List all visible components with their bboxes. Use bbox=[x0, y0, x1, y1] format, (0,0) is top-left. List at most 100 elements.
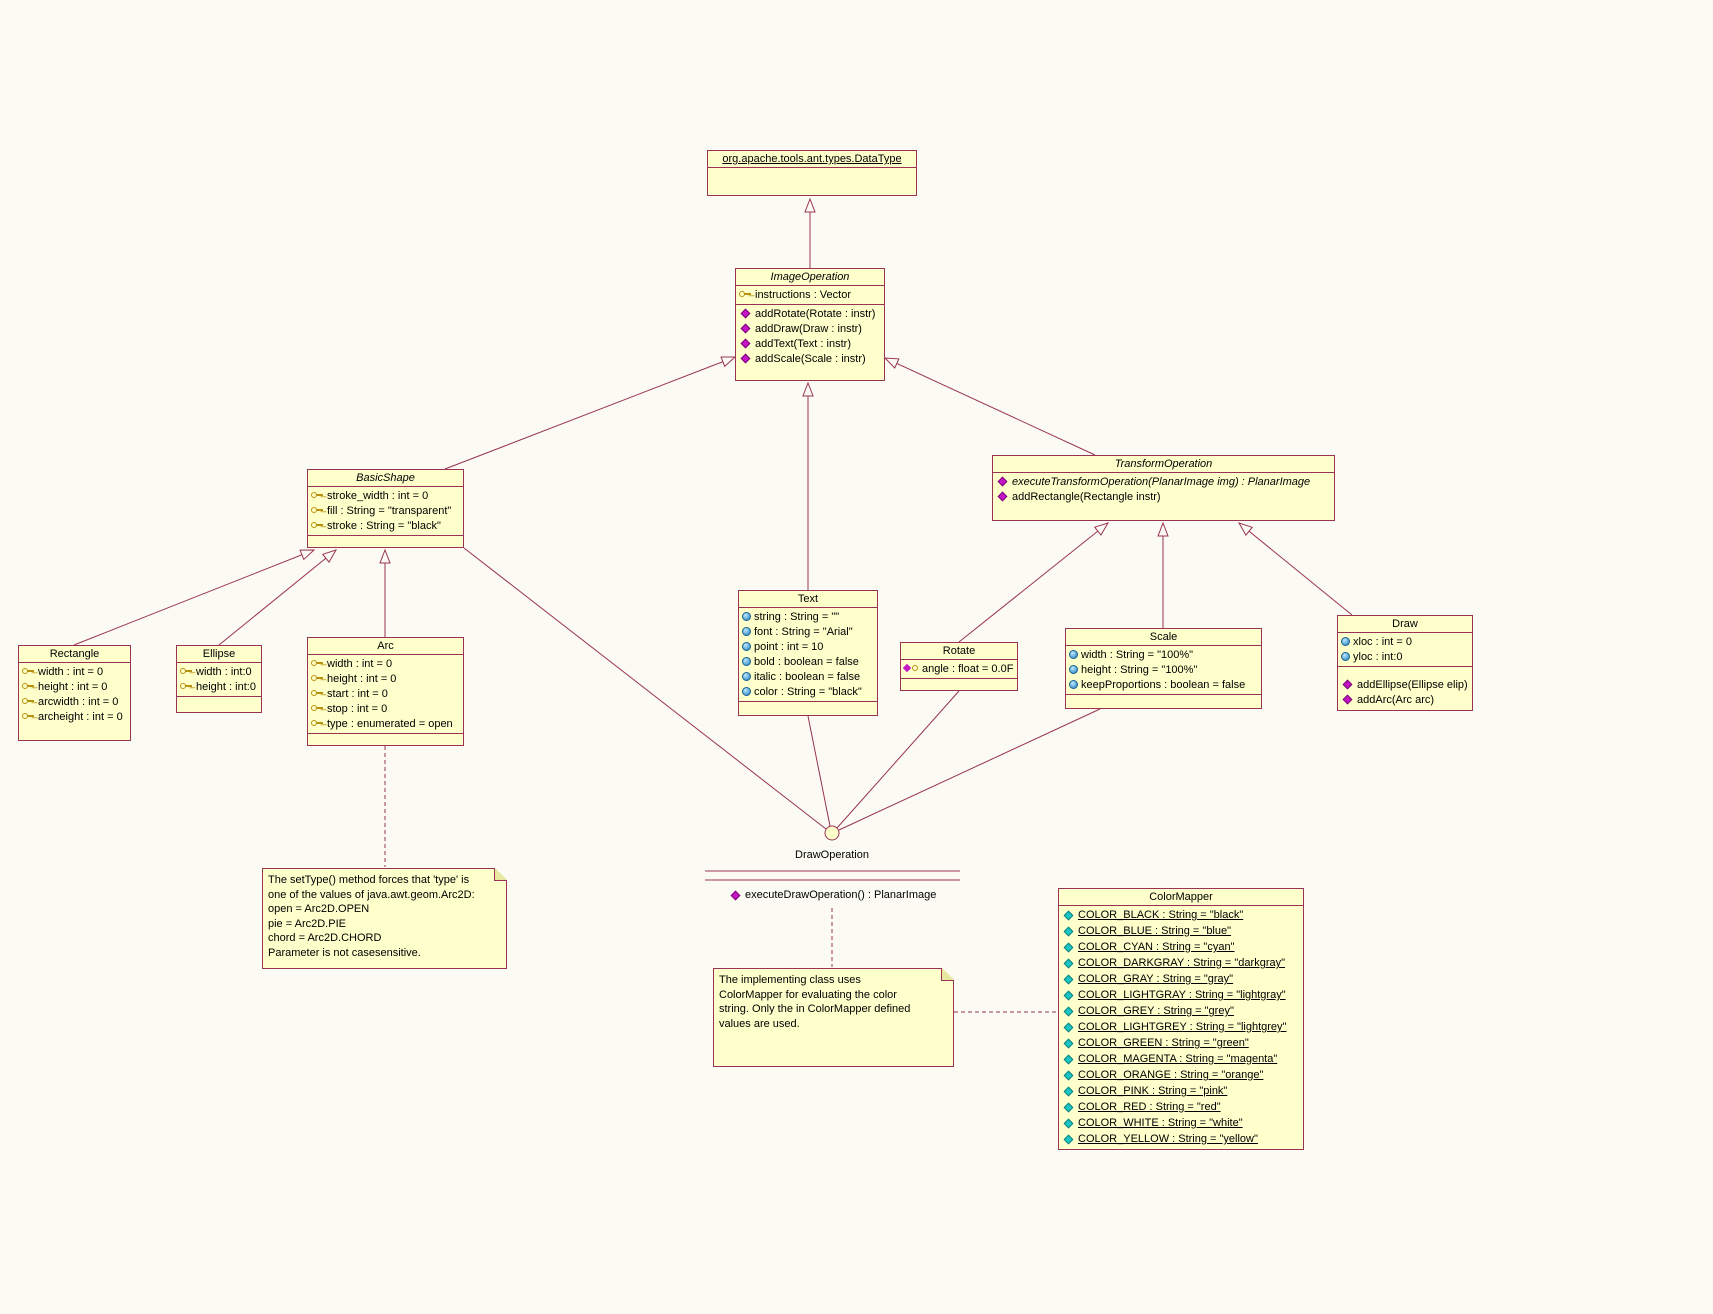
method-row: executeTransformOperation(PlanarImage im… bbox=[993, 474, 1334, 489]
interface-drawoperation-label[interactable]: DrawOperation bbox=[795, 849, 869, 861]
class-title-text: Ellipse bbox=[202, 648, 236, 660]
attribute-compartment: stroke_width : int = 0 fill : String = "… bbox=[308, 487, 463, 535]
class-title-text: Draw bbox=[1392, 618, 1418, 630]
attribute-row: point : int = 10 bbox=[739, 639, 877, 654]
attribute-text: font : String = "Arial" bbox=[754, 625, 853, 638]
draw-operation-lollipop-circle[interactable] bbox=[824, 825, 840, 841]
method-diamond-icon bbox=[1342, 679, 1353, 690]
attribute-row: COLOR_MAGENTA : String = "magenta" bbox=[1059, 1051, 1303, 1067]
class-text[interactable]: Text string : String = "" font : String … bbox=[738, 590, 878, 716]
empty-compartment bbox=[177, 696, 261, 712]
method-compartment: addEllipse(Ellipse elip) addArc(Arc arc) bbox=[1338, 666, 1472, 710]
note-line: open = Arc2D.OPEN bbox=[268, 903, 370, 916]
attribute-ball-icon bbox=[742, 627, 751, 636]
attribute-row: COLOR_ORANGE : String = "orange" bbox=[1059, 1067, 1303, 1083]
class-imageoperation[interactable]: ImageOperation instructions : Vector add… bbox=[735, 268, 885, 381]
static-attribute-icon bbox=[1063, 1070, 1074, 1080]
key-icon bbox=[180, 681, 193, 692]
class-rotate[interactable]: Rotate angle : float = 0.0F bbox=[900, 642, 1018, 691]
attribute-compartment: width : int = 0 height : int = 0 arcwidt… bbox=[19, 663, 130, 726]
class-ellipse[interactable]: Ellipse width : int:0 height : int:0 bbox=[176, 645, 262, 713]
note-line: pie = Arc2D.PIE bbox=[268, 917, 346, 930]
class-title-text: ImageOperation bbox=[770, 271, 850, 283]
attribute-text: COLOR_GREEN : String = "green" bbox=[1078, 1037, 1249, 1049]
attribute-row: COLOR_LIGHTGRAY : String = "lightgray" bbox=[1059, 987, 1303, 1003]
class-title: Rotate bbox=[901, 643, 1017, 660]
empty-compartment bbox=[901, 678, 1017, 690]
class-arc[interactable]: Arc width : int = 0 height : int = 0 sta… bbox=[307, 637, 464, 746]
class-title-text: Rectangle bbox=[49, 648, 100, 660]
attribute-row: COLOR_GREY : String = "grey" bbox=[1059, 1003, 1303, 1019]
empty-compartment bbox=[708, 168, 916, 195]
class-title-text: Rotate bbox=[942, 645, 976, 657]
static-attribute-icon bbox=[1063, 1022, 1074, 1032]
attribute-row: start : int = 0 bbox=[308, 686, 463, 701]
static-attribute-icon bbox=[1063, 1006, 1074, 1016]
key-icon bbox=[311, 703, 324, 714]
note-colormapper[interactable]: The implementing class uses ColorMapper … bbox=[713, 968, 954, 1067]
attribute-row: stroke : String = "black" bbox=[308, 518, 463, 533]
attribute-text: COLOR_GRAY : String = "gray" bbox=[1078, 973, 1234, 985]
empty-compartment bbox=[739, 701, 877, 715]
attribute-row: xloc : int = 0 bbox=[1338, 634, 1472, 649]
attribute-row: yloc : int:0 bbox=[1338, 649, 1472, 664]
class-title: Rectangle bbox=[19, 646, 130, 663]
method-row: addArc(Arc arc) bbox=[1338, 692, 1472, 707]
method-row: addScale(Scale : instr) bbox=[736, 351, 884, 366]
realization-text-drawoperation bbox=[807, 715, 831, 827]
method-diamond-icon bbox=[997, 491, 1008, 502]
class-title-text: ColorMapper bbox=[1149, 891, 1213, 903]
attribute-row: font : String = "Arial" bbox=[739, 624, 877, 639]
key-icon bbox=[22, 666, 35, 677]
note-line: values are used. bbox=[719, 1017, 800, 1030]
key-icon bbox=[311, 718, 324, 729]
static-attribute-icon bbox=[1063, 974, 1074, 984]
key-icon bbox=[22, 711, 35, 722]
attribute-compartment: xloc : int = 0 yloc : int:0 bbox=[1338, 633, 1472, 666]
attribute-row: string : String = "" bbox=[739, 609, 877, 624]
method-text: addRectangle(Rectangle instr) bbox=[1012, 490, 1161, 503]
attribute-row: COLOR_WHITE : String = "white" bbox=[1059, 1115, 1303, 1131]
attribute-row: width : int = 0 bbox=[19, 664, 130, 679]
attribute-text: height : String = "100%" bbox=[1081, 663, 1198, 676]
attribute-row: height : String = "100%" bbox=[1066, 662, 1261, 677]
attribute-compartment: width : String = "100%" height : String … bbox=[1066, 646, 1261, 694]
class-draw[interactable]: Draw xloc : int = 0 yloc : int:0 addElli… bbox=[1337, 615, 1473, 711]
key-icon bbox=[311, 490, 324, 501]
attribute-text: COLOR_LIGHTGRAY : String = "lightgray" bbox=[1078, 989, 1286, 1001]
attribute-compartment: width : int = 0 height : int = 0 start :… bbox=[308, 655, 463, 733]
class-title: Draw bbox=[1338, 616, 1472, 633]
attribute-text: italic : boolean = false bbox=[754, 670, 861, 683]
note-arc-type[interactable]: The setType() method forces that 'type' … bbox=[262, 868, 507, 969]
class-title: TransformOperation bbox=[993, 456, 1334, 473]
class-title-text: TransformOperation bbox=[1114, 458, 1213, 470]
class-title-text: org.apache.tools.ant.types.DataType bbox=[722, 153, 902, 165]
class-title-text: Scale bbox=[1149, 631, 1178, 643]
method-diamond-icon bbox=[740, 353, 751, 364]
attribute-text: width : int:0 bbox=[196, 665, 252, 678]
attribute-row: angle : float = 0.0F bbox=[901, 661, 1017, 676]
attribute-row: color : String = "black" bbox=[739, 684, 877, 699]
class-transformoperation[interactable]: TransformOperation executeTransformOpera… bbox=[992, 455, 1335, 521]
attribute-row: COLOR_GREEN : String = "green" bbox=[1059, 1035, 1303, 1051]
method-row: addEllipse(Ellipse elip) bbox=[1338, 677, 1472, 692]
class-scale[interactable]: Scale width : String = "100%" height : S… bbox=[1065, 628, 1262, 709]
attribute-text: keepProportions : boolean = false bbox=[1081, 678, 1246, 691]
method-compartment: executeTransformOperation(PlanarImage im… bbox=[993, 473, 1334, 506]
class-basicshape[interactable]: BasicShape stroke_width : int = 0 fill :… bbox=[307, 469, 464, 548]
generalization-arrows bbox=[73, 197, 1353, 646]
attribute-compartment: width : int:0 height : int:0 bbox=[177, 663, 261, 696]
attribute-text: angle : float = 0.0F bbox=[922, 662, 1014, 675]
class-datatype[interactable]: org.apache.tools.ant.types.DataType bbox=[707, 150, 917, 196]
generalization-draw-transformoperation bbox=[1237, 522, 1353, 616]
attribute-text: width : String = "100%" bbox=[1081, 648, 1194, 661]
static-attribute-icon bbox=[1063, 1134, 1074, 1144]
class-colormapper[interactable]: ColorMapper COLOR_BLACK : String = "blac… bbox=[1058, 888, 1304, 1150]
attribute-text: stroke : String = "black" bbox=[327, 519, 441, 532]
interface-separator-lines bbox=[705, 870, 960, 881]
method-text: executeDrawOperation() : PlanarImage bbox=[745, 889, 937, 901]
class-rectangle[interactable]: Rectangle width : int = 0 height : int =… bbox=[18, 645, 131, 741]
attribute-ball-icon bbox=[1341, 637, 1350, 646]
